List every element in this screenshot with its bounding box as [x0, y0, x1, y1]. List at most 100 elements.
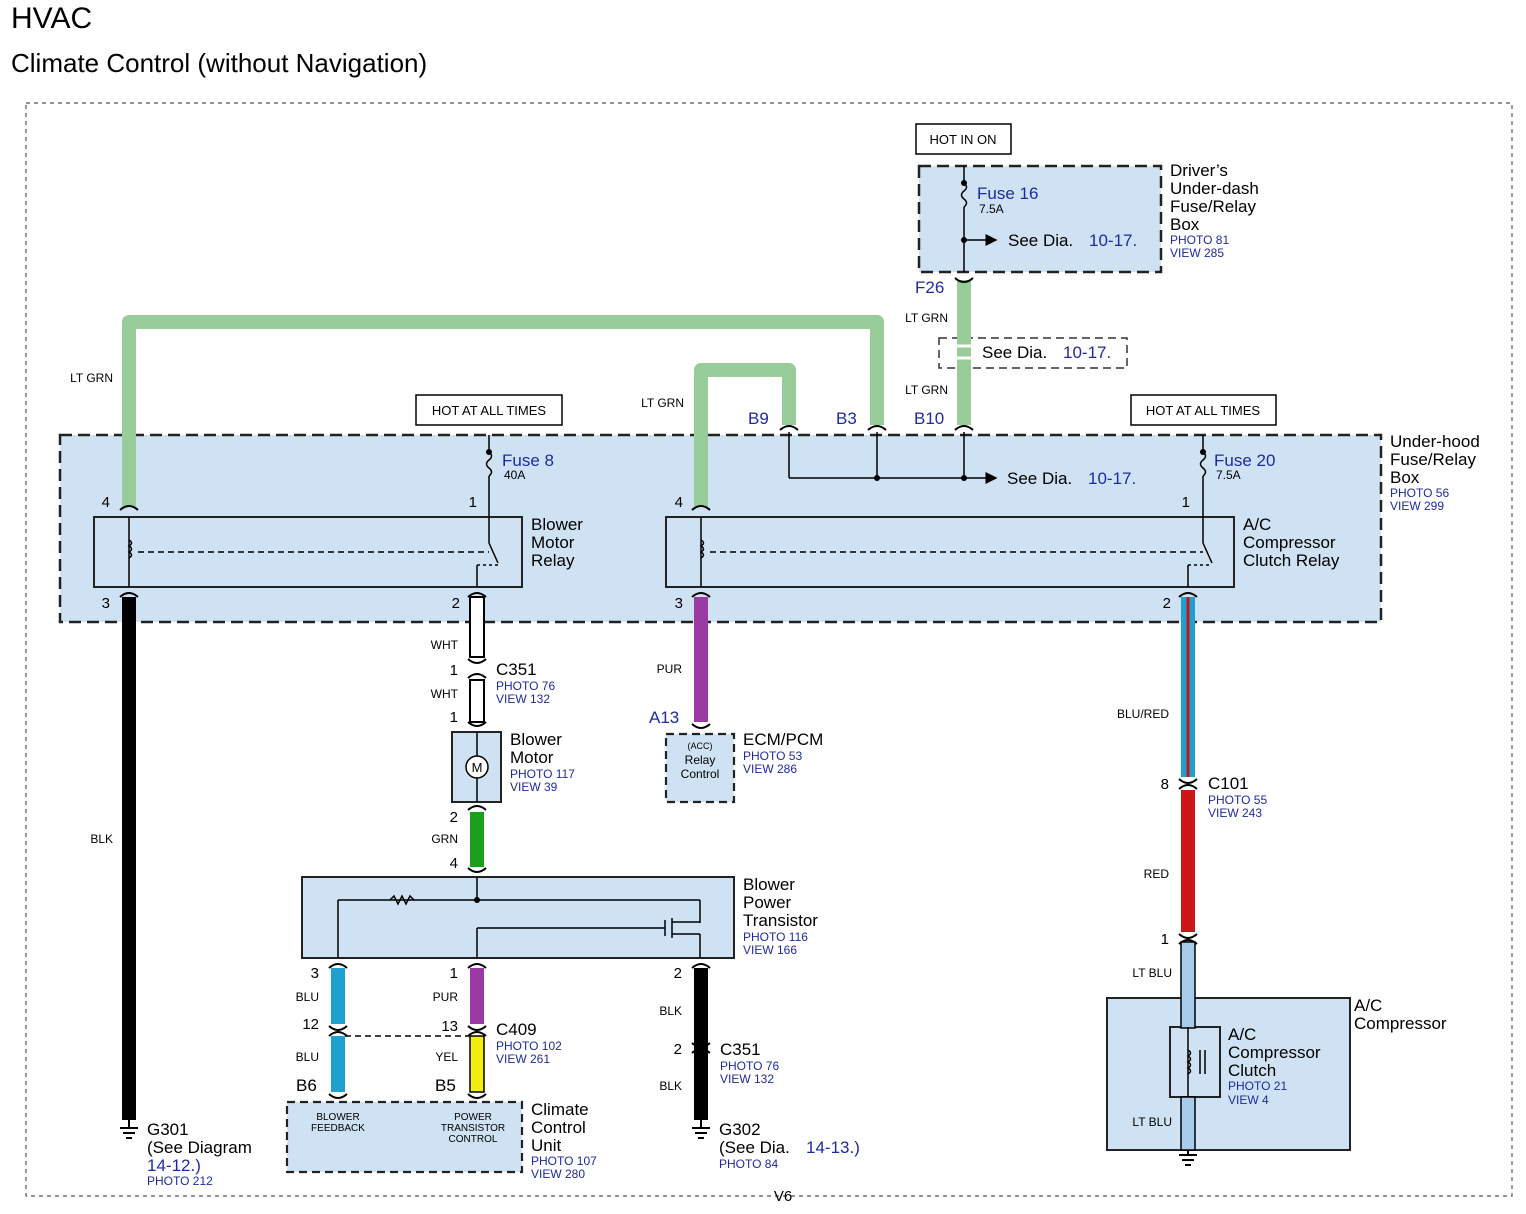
c409-photo: PHOTO 102 — [496, 1039, 562, 1053]
bpt-line3: Transistor — [743, 911, 818, 930]
ccu-power-transistor-3: CONTROL — [449, 1134, 498, 1145]
page-subtitle: Climate Control (without Navigation) — [11, 48, 428, 78]
bpt-pin4: 4 — [450, 855, 458, 872]
c351-top-pin-a: 1 — [450, 662, 458, 679]
wire-label-yel: YEL — [435, 1050, 458, 1064]
ecm-view: VIEW 286 — [743, 762, 797, 776]
driver-box-line2: Under-dash — [1170, 179, 1259, 198]
diagram-frame — [25, 102, 1513, 1197]
g301-line2: (See Diagram — [147, 1138, 252, 1157]
blower-relay-line2: Motor — [531, 533, 575, 552]
c351-top-name: C351 — [496, 660, 537, 679]
driver-box-photo: PHOTO 81 — [1170, 233, 1229, 247]
blower-motor-line2: Motor — [510, 748, 554, 767]
underhood-view: VIEW 299 — [1390, 499, 1444, 513]
bpt-pin2: 2 — [674, 965, 682, 982]
motor-symbol-label: M — [472, 760, 483, 775]
fuse8-amp: 40A — [504, 468, 525, 482]
see-dia-label-1: See Dia. — [1008, 231, 1073, 250]
terminal-a13: A13 — [649, 708, 679, 727]
wire-label-lt-blu-2: LT BLU — [1132, 1115, 1172, 1129]
ccu-power-transistor-2: TRANSISTOR — [441, 1123, 505, 1134]
wire-label-blk-2: BLK — [659, 1004, 682, 1018]
ac-relay-line3: Clutch Relay — [1243, 551, 1340, 570]
c351-top-view: VIEW 132 — [496, 692, 550, 706]
hot-at-all-times-label-2: HOT AT ALL TIMES — [1146, 403, 1260, 418]
ac-clutch-view: VIEW 4 — [1228, 1093, 1269, 1107]
underhood-line3: Box — [1390, 468, 1420, 487]
ac-relay-pin4: 4 — [675, 494, 683, 511]
blower-motor-photo: PHOTO 117 — [510, 767, 575, 781]
wire-lt-grn-b9 — [694, 363, 796, 507]
ccu-power-transistor-1: POWER — [454, 1112, 492, 1123]
bpt-view: VIEW 166 — [743, 943, 797, 957]
climate-control-unit-box — [285, 1100, 524, 1174]
wire-label-pur-1: PUR — [657, 662, 683, 676]
blower-relay-line1: Blower — [531, 515, 583, 534]
fuse16-label: Fuse 16 — [977, 184, 1038, 203]
wire-lt-grn-b3 — [122, 315, 884, 507]
c101-pin1: 1 — [1161, 931, 1169, 948]
c351-bottom-pin: 2 — [674, 1041, 682, 1058]
blower-relay-pin4: 4 — [102, 494, 110, 511]
wire-label-lt-grn-1: LT GRN — [70, 371, 113, 385]
blower-relay-line3: Relay — [531, 551, 575, 570]
ac-clutch-box — [1169, 1026, 1221, 1098]
fuse20-amp: 7.5A — [1216, 468, 1241, 482]
c101-pin8: 8 — [1161, 776, 1169, 793]
driver-fuse-box — [917, 164, 1163, 274]
hot-in-on-label: HOT IN ON — [930, 132, 997, 147]
ground-icon-compressor — [1179, 1150, 1197, 1166]
terminal-b6: B6 — [296, 1076, 317, 1095]
ac-clutch-line1: A/C — [1228, 1025, 1256, 1044]
ac-relay-pin3: 3 — [675, 595, 683, 612]
fuse20-label: Fuse 20 — [1214, 451, 1275, 470]
motor-icon — [465, 755, 489, 779]
ac-compressor-line1: A/C — [1354, 996, 1382, 1015]
see-dia-label-3: See Dia. — [1007, 469, 1072, 488]
dia-ref-3: 10-17. — [1088, 469, 1136, 488]
ccu-photo: PHOTO 107 — [531, 1154, 597, 1168]
ac-clutch-line3: Clutch — [1228, 1061, 1276, 1080]
bpt-line2: Power — [743, 893, 792, 912]
c409-name: C409 — [496, 1020, 537, 1039]
ecm-photo: PHOTO 53 — [743, 749, 802, 763]
underhood-line2: Fuse/Relay — [1390, 450, 1476, 469]
terminal-b9: B9 — [748, 409, 769, 428]
ecm-inner-relay: Relay — [685, 753, 716, 767]
wire-label-blu-1: BLU — [296, 990, 319, 1004]
g301-ref: 14-12.) — [147, 1156, 201, 1175]
page-id: V6 — [774, 1188, 792, 1205]
g302-line2: (See Dia. — [719, 1138, 790, 1157]
fuse16-amp: 7.5A — [979, 202, 1004, 216]
terminal-f26: F26 — [915, 278, 944, 297]
wire-label-lt-grn-4: LT GRN — [905, 383, 948, 397]
terminal-b5: B5 — [435, 1076, 456, 1095]
ccu-blower-feedback-1: BLOWER — [316, 1112, 359, 1123]
ecm-inner-acc: (ACC) — [688, 741, 713, 751]
underhood-photo: PHOTO 56 — [1390, 486, 1449, 500]
ecm-inner-control: Control — [681, 767, 720, 781]
c351-top-photo: PHOTO 76 — [496, 679, 555, 693]
dia-ref-2: 10-17. — [1063, 343, 1111, 362]
see-dia-splice-box — [938, 337, 1128, 369]
fuse8-label: Fuse 8 — [502, 451, 554, 470]
wire-label-wht-2: WHT — [431, 687, 459, 701]
ac-compressor-box — [1106, 997, 1351, 1151]
ac-clutch-photo: PHOTO 21 — [1228, 1079, 1287, 1093]
wire-label-lt-grn-2: LT GRN — [641, 396, 684, 410]
c409-pin13: 13 — [441, 1018, 458, 1035]
bpt-pin1: 1 — [450, 965, 458, 982]
c409-pin12: 12 — [302, 1016, 319, 1033]
see-dia-label-2: See Dia. — [982, 343, 1047, 362]
hot-at-all-times-box-2 — [1130, 394, 1277, 426]
wire-yel — [469, 1035, 485, 1093]
ccu-line1: Climate — [531, 1100, 589, 1119]
c351-bottom-name: C351 — [720, 1040, 761, 1059]
ac-relay-line1: A/C — [1243, 515, 1271, 534]
c351-top-pin-b: 1 — [450, 709, 458, 726]
g301-photo: PHOTO 212 — [147, 1174, 213, 1188]
underhood-line1: Under-hood — [1390, 432, 1480, 451]
g302-ref: 14-13.) — [806, 1138, 860, 1157]
